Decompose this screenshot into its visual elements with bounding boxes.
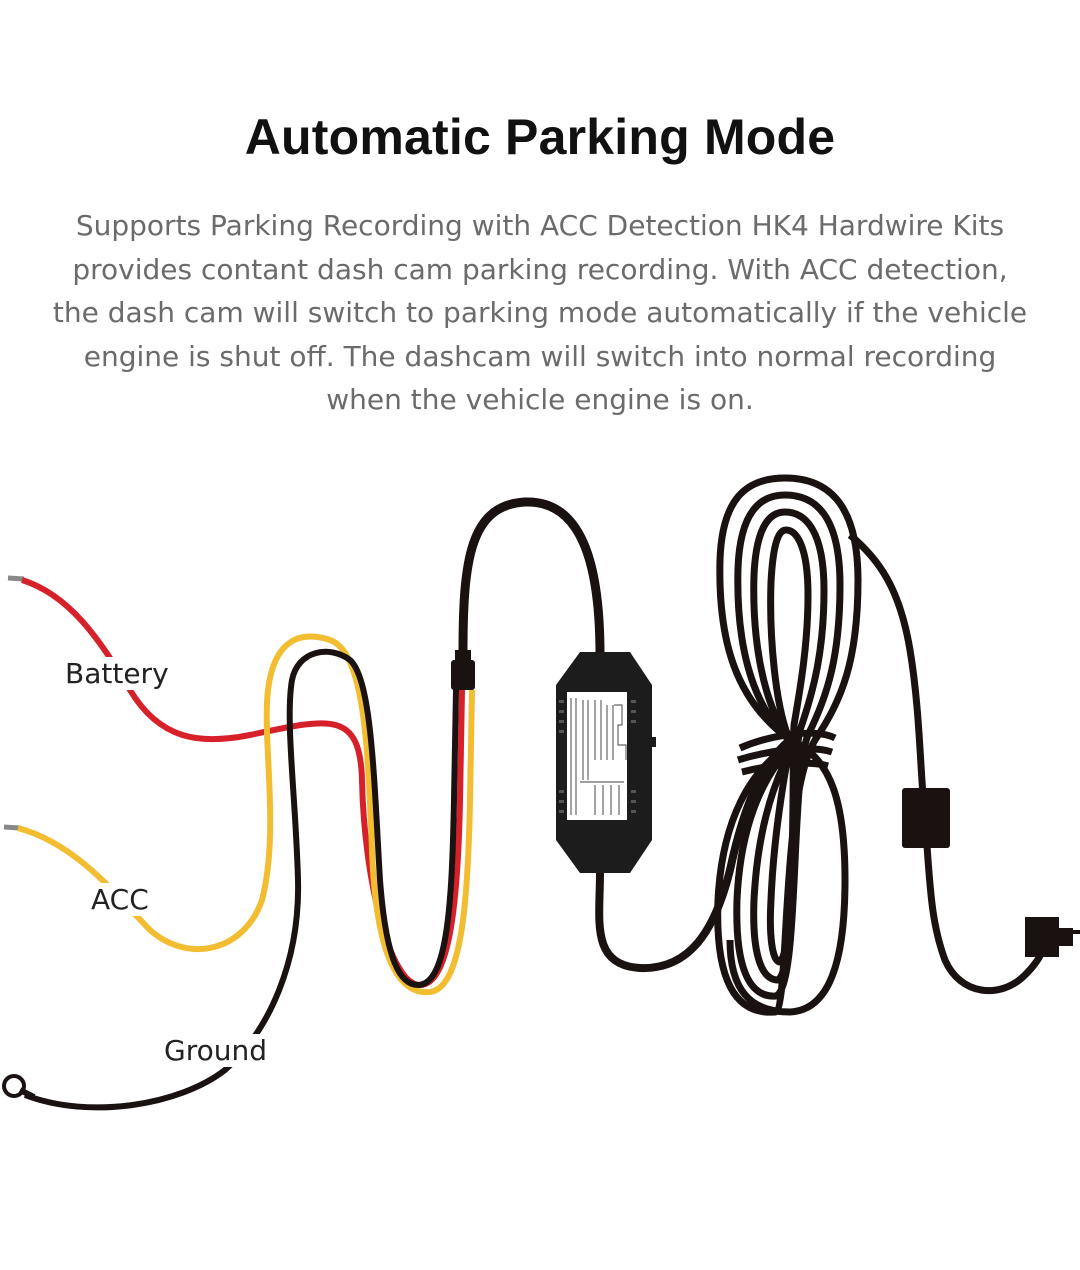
- description: Supports Parking Recording with ACC Dete…: [30, 204, 1050, 422]
- input-cable: [458, 497, 605, 656]
- cable-tie: [736, 729, 837, 776]
- ring-terminal-icon: [2, 1074, 36, 1100]
- battery-wire-tip: [7, 575, 25, 582]
- ferrite-core-icon: [902, 788, 950, 848]
- description-line: provides contant dash cam parking record…: [72, 252, 1008, 286]
- page-title: Automatic Parking Mode: [244, 109, 836, 165]
- acc-wire-tip: [3, 824, 21, 831]
- tail-cable: [847, 532, 1049, 994]
- ground-label: Ground: [162, 1034, 269, 1067]
- right-angle-plug-icon: [1025, 917, 1080, 957]
- coiled-cable: [714, 474, 862, 1016]
- wire-connector: [451, 650, 475, 690]
- hardwire-converter-box: [556, 652, 656, 873]
- description-line: engine is shut off. The dashcam will swi…: [83, 339, 997, 373]
- battery-wire: [21, 577, 465, 989]
- description-line: the dash cam will switch to parking mode…: [52, 296, 1028, 329]
- battery-label: Battery: [63, 657, 171, 690]
- description-line: Supports Parking Recording with ACC Dete…: [75, 209, 1005, 242]
- description-line: when the vehicle engine is on.: [326, 383, 754, 416]
- acc-label: ACC: [89, 883, 151, 916]
- acc-wire: [17, 633, 475, 996]
- output-cable: [595, 736, 793, 973]
